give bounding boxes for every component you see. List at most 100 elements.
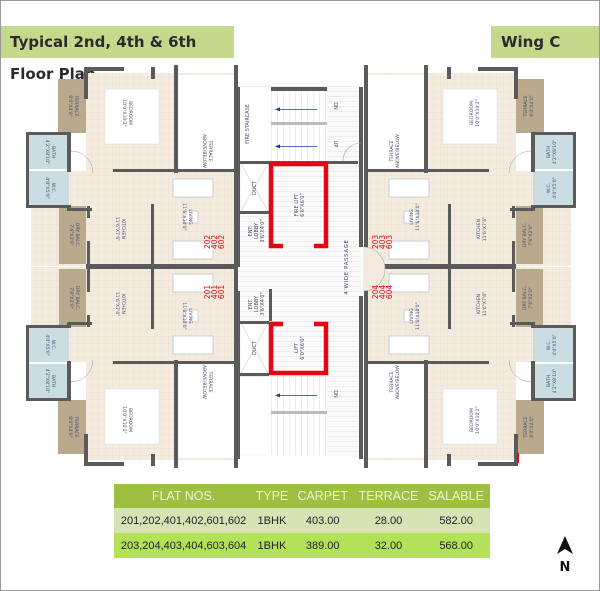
duct-label-bottom: DUCT — [252, 340, 258, 355]
lift-size: 6'0"X6'0" — [300, 336, 306, 360]
bedroom-label: BEDROOM — [127, 101, 133, 125]
kitchen-label: KITCHEN — [476, 294, 482, 314]
bath-label: BATH — [546, 146, 552, 158]
ent-lobby-size-bottom: 3'6"X4'0" — [260, 292, 266, 316]
terrace-label: 8'0"X4'0" — [529, 95, 535, 117]
terrace-label: 8'0"X4'0" — [529, 416, 535, 438]
wing-label: Wing C — [491, 26, 599, 58]
ent-lobby-label-2: LOBBY — [254, 222, 260, 239]
flat-number: 601 — [217, 285, 226, 300]
terrace-label: 8'0"X4'0" — [67, 416, 73, 438]
ent-lobby-label-bottom-2: LOBBY — [254, 295, 260, 312]
bath-label: BATH — [50, 375, 56, 387]
wc-label: 4'0"X5'0" — [552, 177, 558, 199]
flat-number: 602 — [217, 235, 226, 250]
kitchen-label: 11'6"X7'6" — [482, 292, 488, 317]
bedroom-label: BEDROOM — [127, 408, 133, 432]
fire-staircase-label: FIRE STAIRCASE — [245, 104, 251, 144]
flat-number: 201 — [203, 285, 212, 300]
flat-number: 404 — [378, 285, 387, 300]
flat-number: 202 — [203, 235, 212, 250]
terrace-label: 8'0"X4'0" — [67, 95, 73, 117]
ent-lobby-size: 3'6"X4'0" — [260, 219, 266, 243]
dry-balc-label: DRY BALC. — [522, 286, 528, 310]
flat-number: 203 — [371, 235, 380, 250]
fire-lift-size: 6'6"X6'0" — [300, 193, 306, 217]
col-flat-nos: FLAT NOS. — [114, 484, 254, 508]
bedroom-label: 10'0"X10'2" — [121, 406, 127, 433]
col-terrace: TERRACE — [354, 484, 423, 508]
dry-balc-label: 7'6"X2'0" — [528, 287, 534, 309]
bath-label: BATH — [546, 375, 552, 387]
flat-number: 402 — [210, 235, 219, 250]
kitchen-label: 11'6"X7'6" — [114, 217, 120, 242]
wc-label: W.C. — [50, 183, 56, 193]
col-carpet: CARPET — [290, 484, 355, 508]
kitchen-label: 11'6"X7'6" — [114, 292, 120, 317]
living-label: 11'6"X10'0" — [415, 302, 421, 329]
terrace-label: TERRACE — [523, 416, 529, 438]
terrace-ab-label: ABOVE/BELOW — [395, 365, 401, 399]
terrace-label: TERRACE — [73, 415, 79, 437]
bedroom-label: BEDROOM — [469, 408, 475, 432]
flat-number: 401 — [210, 285, 219, 300]
ent-lobby-label: ENT. — [248, 225, 254, 236]
kitchen-label: KITCHEN — [120, 219, 126, 239]
ent-lobby-label-bottom: ENT. — [248, 298, 254, 309]
flat-number: 204 — [371, 285, 380, 300]
table-row: 201,202,401,402,601,602 1BHK 403.00 28.0… — [114, 508, 490, 533]
dry-balc-label: 7'6"X2'0" — [528, 224, 534, 246]
north-label: N — [560, 560, 571, 574]
table-header-row: FLAT NOS. TYPE CARPET TERRACE SALABLE — [114, 484, 490, 508]
living-label: 11'6"X10'0" — [181, 302, 187, 329]
area-table: FLAT NOS. TYPE CARPET TERRACE SALABLE 20… — [114, 484, 490, 558]
bedroom-label: 10'0"X10'2" — [121, 99, 127, 126]
kitchen-label: 11'6"X7'6" — [482, 217, 488, 242]
duct-label: DUCT — [252, 180, 258, 195]
wc-label: W.C. — [50, 340, 56, 350]
dry-balc-label: DRY BALC. — [522, 223, 528, 247]
terrace-ab-label: TERRACE — [207, 370, 213, 392]
dry-balc-label: DRY BALC. — [74, 286, 80, 310]
terrace-label: TERRACE — [73, 94, 79, 116]
flat-number: 403 — [378, 235, 387, 250]
living-label: LIVING — [187, 209, 193, 225]
bath-label: BATH — [50, 146, 56, 158]
cell-terrace: 32.00 — [354, 533, 423, 558]
page-title: Typical 2nd, 4th & 6th Floor Plan — [1, 26, 234, 83]
wc-label: W.C. — [546, 183, 552, 193]
cell-carpet: 389.00 — [290, 533, 355, 558]
cell-salable: 568.00 — [422, 533, 490, 558]
bath-label: 4'2"X8'10" — [44, 369, 50, 394]
up-label: UP — [332, 141, 338, 148]
terrace-label: TERRACE — [523, 95, 529, 117]
bedroom-label: 10'0"X10'2" — [475, 99, 481, 126]
bath-label: 4'2"X8'10" — [552, 369, 558, 394]
flat-number: 604 — [385, 285, 394, 300]
stair-core — [236, 86, 386, 459]
terrace-ab-label: TERRACE — [389, 140, 395, 162]
red-marker — [517, 453, 519, 463]
wc-label: 4'0"X5'0" — [44, 177, 50, 199]
fire-lift-label: FIRE LIFT — [294, 193, 300, 217]
dry-balc-label: DRY BALC. — [74, 223, 80, 247]
bedroom-label: BEDROOM — [469, 101, 475, 125]
cell-salable: 582.00 — [422, 508, 490, 533]
living-label: 11'6"X10'0" — [181, 203, 187, 230]
wc-label: W.C. — [546, 340, 552, 350]
cell-type: 1BHK — [253, 508, 291, 533]
cell-carpet: 403.00 — [290, 508, 355, 533]
passage-label: 4'WIDE PASSAGE — [344, 239, 350, 294]
col-type: TYPE — [253, 484, 291, 508]
cell-terrace: 28.00 — [354, 508, 423, 533]
col-salable: SALABLE — [422, 484, 490, 508]
terrace-ab-label: ABOVE/BELOW — [201, 134, 207, 168]
flat-number: 603 — [385, 235, 394, 250]
kitchen-label: KITCHEN — [120, 294, 126, 314]
bedroom-label: 10'0"X10'2" — [475, 406, 481, 433]
dry-balc-label: 7'6"X2'0" — [68, 287, 74, 309]
living-label: LIVING — [409, 308, 415, 324]
living-label: LIVING — [409, 209, 415, 225]
living-label: 11'6"X10'0" — [415, 203, 421, 230]
